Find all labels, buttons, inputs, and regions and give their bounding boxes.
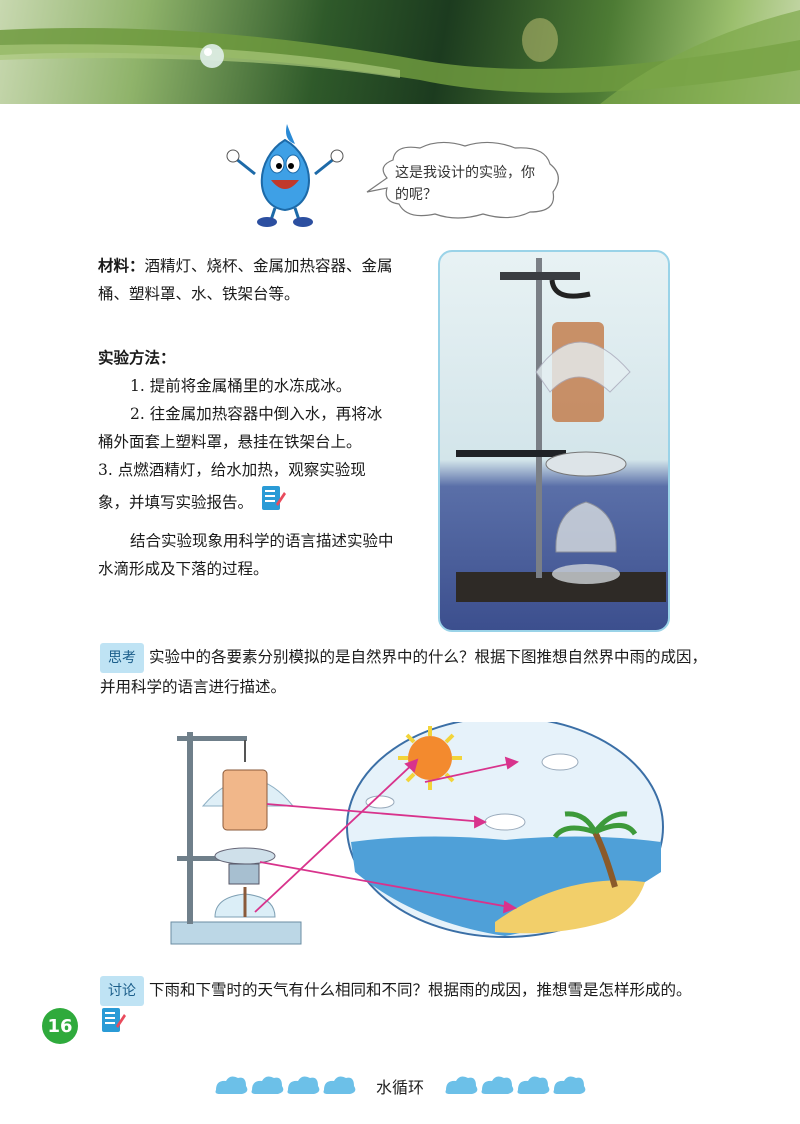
materials-label: 材料： — [98, 257, 145, 275]
method-describe: 结合实验现象用科学的语言描述实验中水滴形成及下落的过程。 — [98, 532, 394, 578]
materials-text: 酒精灯、烧杯、金属加热容器、金属桶、塑料罩、水、铁架台等。 — [98, 257, 393, 303]
speech-bubble: 这是我设计的实验，你的呢？ — [365, 140, 565, 220]
method-step-3: 3. 点燃酒精灯，给水加热，观察实验现象，并填写实验报告。 — [98, 461, 366, 512]
experiment-setup-photo — [438, 250, 670, 632]
leaf-waterdrop-image — [0, 10, 800, 104]
activity-handbook-icon[interactable] — [260, 484, 286, 523]
page-number: 16 — [42, 1008, 78, 1044]
discuss-tag: 讨论 — [100, 976, 144, 1006]
method-label: 实验方法： — [98, 349, 176, 367]
footer-title: 水循环 — [375, 1078, 424, 1097]
discuss-text: 下雨和下雪时的天气有什么相同和不同？根据雨的成因，推想雪是怎样形成的。 — [148, 981, 692, 999]
materials-block: 材料：酒精灯、烧杯、金属加热容器、金属桶、塑料罩、水、铁架台等。 — [98, 252, 394, 308]
think-paragraph: 思考 实验中的各要素分别模拟的是自然界中的什么？根据下图推想自然界中雨的成因，并… — [100, 643, 710, 701]
think-text: 实验中的各要素分别模拟的是自然界中的什么？根据下图推想自然界中雨的成因，并用科学… — [100, 648, 707, 696]
water-drop-mascot — [225, 118, 345, 230]
bubble-text: 这是我设计的实验，你的呢？ — [395, 165, 535, 203]
rain-formation-illustration — [165, 716, 665, 952]
activity-handbook-icon[interactable] — [100, 1006, 126, 1045]
discuss-paragraph: 讨论 下雨和下雪时的天气有什么相同和不同？根据雨的成因，推想雪是怎样形成的。 — [100, 976, 710, 1045]
method-step-2: 2. 往金属加热容器中倒入水，再将冰桶外面套上塑料罩，悬挂在铁架台上。 — [98, 405, 383, 451]
header-banner-photo — [0, 0, 800, 104]
cloud-icon-row — [215, 1076, 586, 1094]
think-tag: 思考 — [100, 643, 144, 673]
method-step-1: 1. 提前将金属桶里的水冻成冰。 — [130, 377, 352, 395]
method-block: 实验方法： 1. 提前将金属桶里的水冻成冰。 2. 往金属加热容器中倒入水，再将… — [98, 344, 394, 583]
footer: 水循环 — [210, 1070, 590, 1100]
